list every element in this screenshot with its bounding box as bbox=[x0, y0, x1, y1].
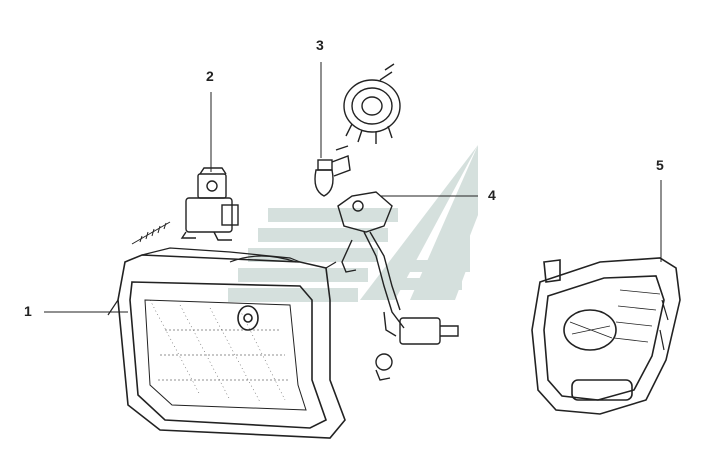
headlamp-assembly bbox=[107, 247, 346, 439]
bulb-and-ring bbox=[314, 63, 401, 197]
callout-5: 5 bbox=[656, 157, 664, 173]
callout-2: 2 bbox=[206, 68, 214, 84]
socket-adjuster bbox=[131, 167, 239, 245]
corner-lamp bbox=[531, 257, 681, 415]
wing-logo-watermark bbox=[228, 145, 478, 302]
callout-4: 4 bbox=[488, 187, 496, 203]
wiring-harness bbox=[337, 191, 459, 381]
leader-lines bbox=[44, 62, 662, 313]
callout-1: 1 bbox=[24, 303, 32, 319]
callout-3: 3 bbox=[316, 37, 324, 53]
